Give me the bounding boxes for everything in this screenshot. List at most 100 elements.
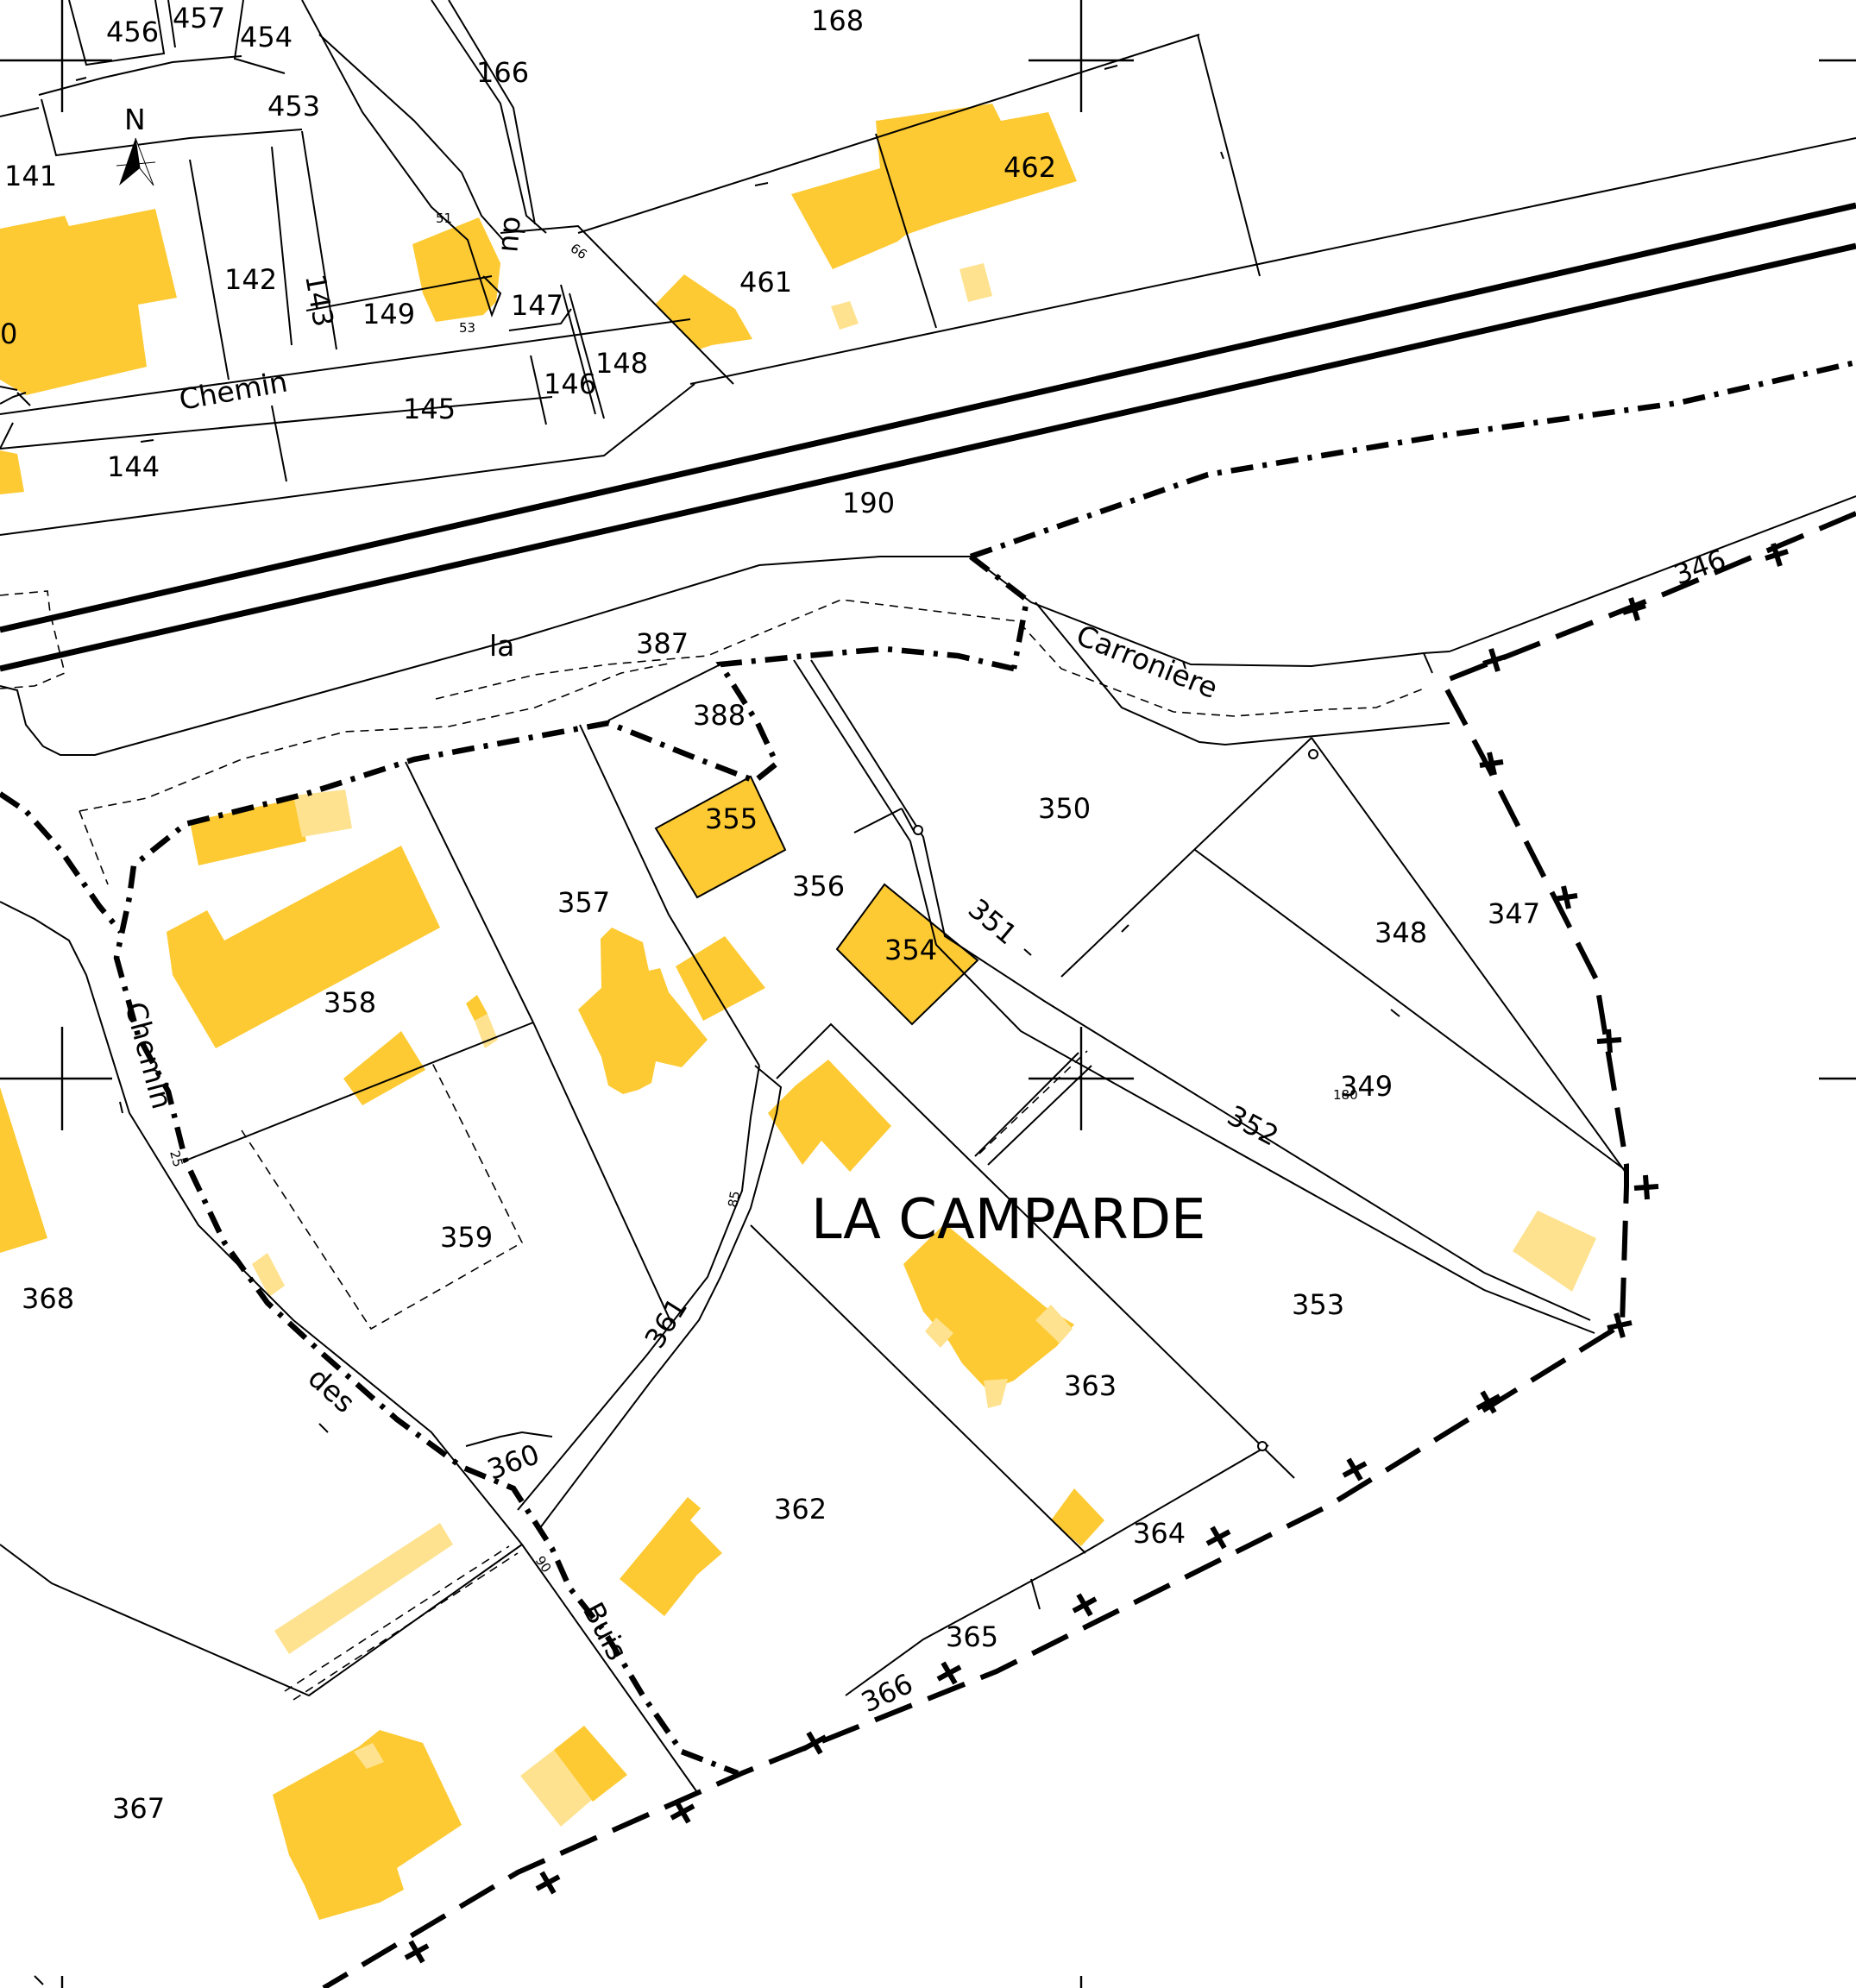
parcel-364: 364 xyxy=(1133,1517,1186,1550)
parcel-367: 367 xyxy=(112,1792,165,1825)
road-label-du: du xyxy=(494,215,532,254)
parcel-353: 353 xyxy=(1292,1288,1344,1321)
parcel-348: 348 xyxy=(1375,916,1427,949)
building xyxy=(1035,1305,1073,1343)
building xyxy=(620,1497,722,1616)
building xyxy=(412,217,500,322)
buildings xyxy=(0,104,1596,1920)
building-355 xyxy=(654,775,787,899)
building xyxy=(475,1014,498,1048)
parcel-359: 359 xyxy=(440,1221,493,1254)
dashed-lines xyxy=(0,590,1425,1701)
road-label-carroniere: Carronière xyxy=(1072,618,1223,705)
building xyxy=(520,1750,593,1827)
parcel-356: 356 xyxy=(792,870,845,903)
parcel-358: 358 xyxy=(324,986,376,1019)
commune-boundary xyxy=(0,359,1856,1777)
parcel-352: 352 xyxy=(1222,1099,1284,1153)
cross-boundary xyxy=(322,511,1856,1988)
parcel-365: 365 xyxy=(946,1620,998,1653)
parcel-457: 457 xyxy=(173,2,225,35)
number-25: 25 xyxy=(167,1148,186,1168)
building xyxy=(252,1253,285,1297)
number-66: 66 xyxy=(568,241,590,263)
parcel-168: 168 xyxy=(811,4,864,37)
parcel-360: 360 xyxy=(483,1438,544,1487)
parcel-142: 142 xyxy=(224,263,277,296)
parcel-346: 346 xyxy=(1670,543,1730,592)
parcel-368: 368 xyxy=(22,1282,74,1315)
parcel-462: 462 xyxy=(1003,151,1056,184)
parcel-143: 143 xyxy=(299,272,340,330)
building xyxy=(578,928,708,1094)
number-180: 180 xyxy=(1333,1087,1358,1103)
survey-points xyxy=(913,749,1318,1451)
building xyxy=(343,1031,425,1105)
parcel-144: 144 xyxy=(107,450,160,483)
tick-marks xyxy=(75,65,1400,1433)
parcel-141: 141 xyxy=(4,160,57,192)
boundary-crosses xyxy=(404,543,1789,1964)
parcel-453: 453 xyxy=(267,90,320,123)
parcel-148: 148 xyxy=(595,347,648,380)
building xyxy=(0,450,24,494)
building xyxy=(190,798,306,865)
building xyxy=(959,263,992,302)
parcel-0: 0 xyxy=(0,318,17,350)
building xyxy=(903,1224,1074,1391)
building xyxy=(925,1318,953,1348)
parcel-149: 149 xyxy=(362,298,415,330)
parcel-145: 145 xyxy=(403,393,456,425)
number-53: 53 xyxy=(459,320,475,336)
parcel-labels: 456 457 454 168 166 453 141 462 142 143 … xyxy=(0,2,1730,1825)
building xyxy=(274,1523,453,1654)
number-51: 51 xyxy=(436,211,452,226)
parcel-146: 146 xyxy=(544,368,596,400)
building xyxy=(293,790,352,837)
parcel-355: 355 xyxy=(705,802,758,835)
parcel-147: 147 xyxy=(511,289,563,322)
building xyxy=(0,209,177,395)
building xyxy=(984,1379,1008,1408)
parcel-388: 388 xyxy=(693,699,746,732)
railway xyxy=(0,202,1856,672)
parcel-361: 361 xyxy=(639,1292,695,1354)
place-name: LA CAMPARDE xyxy=(811,1188,1205,1252)
parcel-166: 166 xyxy=(476,56,529,89)
parcel-454: 454 xyxy=(240,21,293,53)
parcel-357: 357 xyxy=(557,886,610,919)
building xyxy=(1051,1488,1104,1546)
building xyxy=(554,1726,627,1802)
building xyxy=(791,104,1077,269)
parcel-362: 362 xyxy=(774,1493,827,1526)
building xyxy=(831,301,859,330)
road-label-des: des xyxy=(302,1361,362,1419)
number-85: 85 xyxy=(725,1190,743,1209)
building xyxy=(676,936,765,1021)
building xyxy=(0,1087,47,1253)
parcel-190: 190 xyxy=(842,487,895,519)
parcel-351: 351 xyxy=(962,892,1023,951)
parcel-349: 349 xyxy=(1340,1070,1393,1103)
number-90: 90 xyxy=(532,1553,555,1576)
building xyxy=(273,1730,462,1920)
building xyxy=(768,1060,891,1172)
parcel-366: 366 xyxy=(856,1667,917,1719)
road-label-buis: Buis xyxy=(576,1596,634,1665)
north-arrow-label: N xyxy=(124,103,146,136)
parcel-354: 354 xyxy=(884,934,937,966)
parcel-456: 456 xyxy=(106,16,159,48)
building xyxy=(167,846,440,1048)
road-label-chemin-west: Chemin xyxy=(118,998,179,1112)
north-arrow: N xyxy=(116,103,156,186)
parcel-350: 350 xyxy=(1038,792,1091,825)
building xyxy=(466,995,488,1021)
building-354 xyxy=(835,883,979,1026)
parcel-461: 461 xyxy=(739,266,792,299)
parcel-387: 387 xyxy=(636,627,689,660)
building xyxy=(1513,1211,1596,1292)
